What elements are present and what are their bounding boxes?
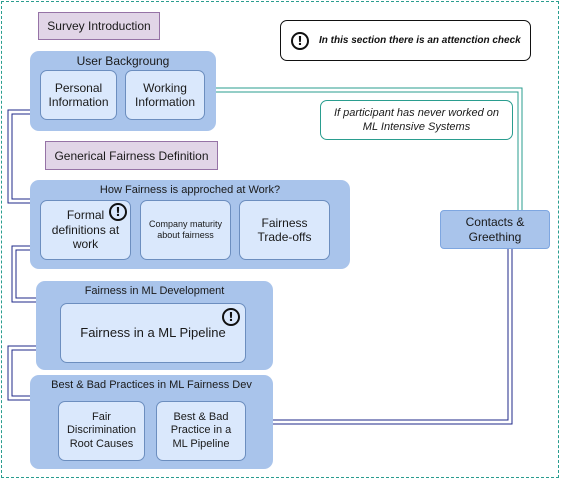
connector-practices-to-contacts-2 (272, 249, 513, 425)
formal-definitions-label: Formal definitions at work (51, 208, 120, 252)
personal-information-box: Personal Information (40, 70, 117, 120)
company-maturity-label: Company maturity about fairness (148, 219, 223, 240)
best-bad-practice-label: Best & Bad Practice in a ML Pipeline (170, 411, 232, 450)
connector-work-to-ml (11, 245, 36, 303)
ml-development-title: Fairness in ML Development (84, 285, 225, 297)
connector-background-to-contacts (215, 87, 523, 210)
connector-background-to-work-2 (11, 113, 32, 200)
fairness-tradeoffs-box: Fairness Trade-offs (239, 200, 330, 260)
connector-ml-to-practices (7, 345, 36, 401)
attention-check-text: In this section there is an attenction c… (319, 35, 521, 46)
practices-title: Best & Bad Practices in ML Fairness Dev (51, 379, 252, 391)
company-maturity-box: Company maturity about fairness (140, 200, 231, 260)
ml-pipeline-label: Fairness in a ML Pipeline (80, 325, 226, 341)
user-background-group: User Backgroung Personal Information Wor… (30, 51, 216, 131)
contacts-box: Contacts & Greething (440, 210, 550, 249)
attention-icon: ! (291, 31, 309, 50)
ml-pipeline-box: Fairness in a ML Pipeline (60, 303, 246, 363)
fairness-tradeoffs-label: Fairness Trade-offs (257, 215, 312, 244)
ml-pipeline-attention-icon: ! (222, 308, 240, 326)
connector-ml-to-practices-2 (11, 349, 36, 397)
ml-development-group: Fairness in ML Development Fairness in a… (36, 281, 273, 370)
root-causes-box: Fair Discrimination Root Causes (58, 401, 145, 461)
connector-background-to-work (7, 109, 32, 204)
fairness-at-work-group: How Fairness is approched at Work? Forma… (30, 180, 350, 269)
personal-information-label: Personal Information (48, 80, 109, 109)
contacts-label: Contacts & Greething (465, 215, 525, 244)
connector-practices-to-contacts (272, 249, 509, 421)
user-background-title: User Backgroung (76, 54, 170, 68)
root-causes-label: Fair Discrimination Root Causes (66, 411, 137, 450)
fairness-definition-box: Generical Fairness Definition (45, 141, 218, 170)
survey-introduction-box: Survey Introduction (38, 12, 160, 40)
connector-work-to-ml-2 (15, 249, 36, 299)
condition-label-text: If participant has never worked on ML In… (333, 106, 500, 133)
fairness-definition-label: Generical Fairness Definition (54, 148, 209, 163)
best-bad-practice-box: Best & Bad Practice in a ML Pipeline (156, 401, 246, 461)
survey-introduction-label: Survey Introduction (47, 19, 151, 33)
practices-group: Best & Bad Practices in ML Fairness Dev … (30, 375, 273, 469)
formal-definitions-attention-icon: ! (109, 203, 127, 221)
working-information-label: Working Information (134, 80, 196, 109)
attention-check-note: ! In this section there is an attenction… (280, 20, 531, 61)
connector-background-to-contacts-2 (215, 91, 519, 210)
working-information-box: Working Information (125, 70, 205, 120)
condition-label-box: If participant has never worked on ML In… (320, 100, 513, 140)
fairness-at-work-title: How Fairness is approched at Work? (99, 184, 281, 196)
